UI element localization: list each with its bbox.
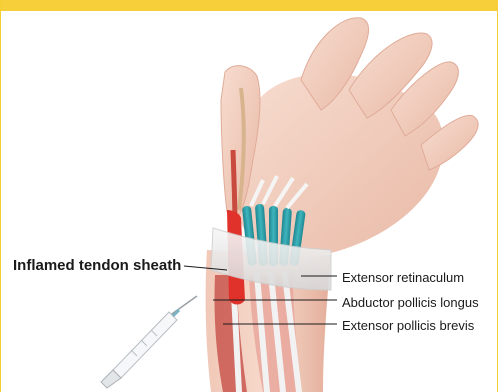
label-extensor-retinaculum: Extensor retinaculum — [342, 270, 464, 285]
syringe — [101, 296, 197, 388]
label-extensor-pollicis-brevis: Extensor pollicis brevis — [342, 318, 474, 333]
label-inflamed-tendon-sheath: Inflamed tendon sheath — [13, 257, 181, 274]
label-abductor-pollicis-longus: Abductor pollicis longus — [342, 295, 479, 310]
